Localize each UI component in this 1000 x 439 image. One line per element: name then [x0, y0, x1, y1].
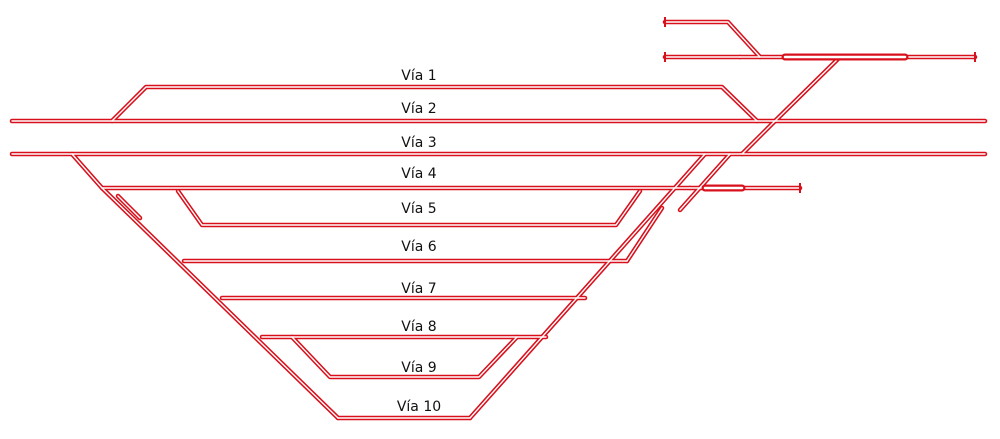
- fan-right-connector-inner: [679, 153, 731, 211]
- station-fan-left-inner: [101, 187, 339, 419]
- station-fan-right-inner: [469, 153, 706, 419]
- track-label-via-9: Vía 9: [401, 360, 436, 376]
- track-label-via-4: Vía 4: [401, 166, 436, 182]
- tracks-group: [9, 17, 988, 421]
- upper-right-siding-link-inner: [664, 21, 761, 58]
- track-label-via-10: Vía 10: [397, 399, 441, 415]
- via-9-loop-inner: [291, 336, 518, 378]
- via-5-loop-inner: [177, 190, 641, 226]
- labels-group: Vía 1 Vía 2 Vía 3 Vía 4 Vía 5 Vía 6 Vía …: [397, 68, 441, 415]
- track-label-via-2: Vía 2: [401, 101, 436, 117]
- via-6-right-leg-inner: [626, 207, 663, 262]
- track-label-via-6: Vía 6: [401, 239, 436, 255]
- upper-right-siding-link: [662, 19, 763, 60]
- upper-right-crossover-inner: [741, 56, 841, 155]
- via-4-track: [69, 151, 693, 191]
- via-1-loop-inner: [111, 86, 758, 122]
- track-label-via-7: Vía 7: [401, 281, 436, 297]
- via-4-track-inner: [71, 153, 691, 189]
- track-label-via-3: Vía 3: [401, 135, 436, 151]
- fan-left-connector-inner: [117, 195, 141, 219]
- track-label-via-8: Vía 8: [401, 319, 436, 335]
- track-label-via-1: Vía 1: [401, 68, 436, 84]
- track-label-via-5: Vía 5: [401, 201, 436, 217]
